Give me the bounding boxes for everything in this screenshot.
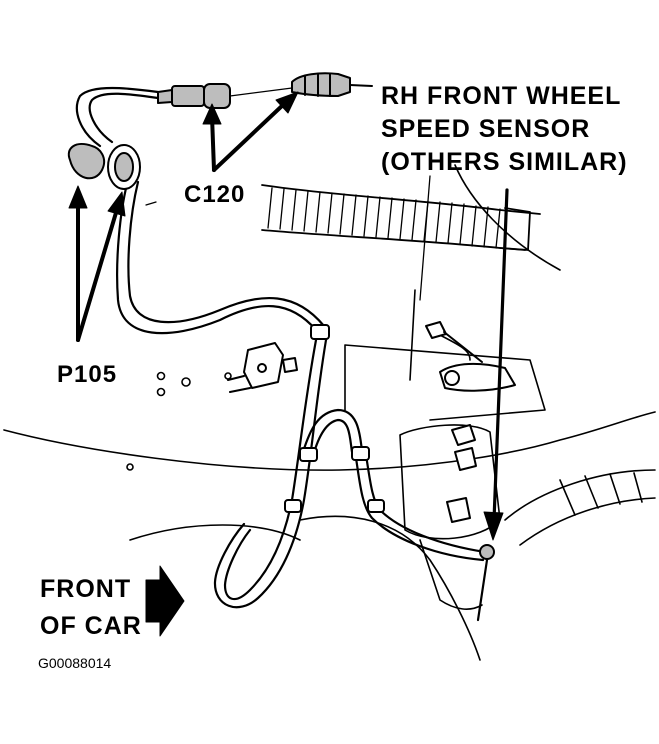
- c120-female-body: [291, 72, 351, 97]
- p105-grommet-body: [67, 142, 106, 180]
- c120-connector: [157, 72, 373, 109]
- leader-lines: [145, 175, 431, 301]
- c120-arrow-left-shaft: [210, 114, 216, 172]
- wire-top-lead-inner: [75, 86, 160, 148]
- wire-to-sensor-outer: [364, 453, 487, 554]
- sensor-label-line1: RH FRONT WHEEL: [381, 82, 622, 110]
- wire-drop-inner: [213, 338, 328, 609]
- p105-grommet: [67, 142, 141, 190]
- c120-male-cap: [203, 83, 231, 109]
- p105-arrow-left-head: [68, 185, 88, 209]
- c120-female-lead: [349, 84, 373, 87]
- hole-1: [156, 371, 166, 381]
- grommet-lower: [367, 499, 385, 513]
- sensor-label-line2: SPEED SENSOR: [381, 115, 591, 143]
- sensor-label-line3: (OTHERS SIMILAR): [381, 148, 628, 176]
- sensor-bracket: [425, 321, 516, 523]
- p105-label: P105: [57, 361, 118, 388]
- wire-bracket-plate: [243, 342, 284, 389]
- c120-gap-line: [229, 87, 293, 97]
- strut-outline: [399, 424, 501, 540]
- wire-to-sensor-inner: [354, 456, 485, 562]
- sensor-leader-line: [419, 175, 431, 301]
- wire-grommets: [284, 324, 385, 513]
- speed-sensor-head: [479, 544, 495, 560]
- front-of-car-label-line2: OF CAR: [40, 612, 142, 640]
- tire-tread-3: [609, 473, 621, 505]
- hole-2: [156, 387, 166, 397]
- fender-outline: [3, 411, 656, 471]
- lower-body-outline: [129, 524, 301, 541]
- p105-arrow-right-head: [107, 191, 126, 217]
- brake-hose: [261, 184, 541, 251]
- c120-arrow-right-shaft: [212, 102, 286, 172]
- wire-bracket-bolt: [282, 357, 298, 373]
- wheel-well-outline: [454, 164, 561, 271]
- wire-drop-outer: [223, 338, 318, 601]
- grommet-left: [299, 447, 318, 462]
- strut-bolt-lower: [446, 497, 471, 523]
- brake-hose-top-edge: [261, 184, 541, 215]
- wire-rise-inner: [311, 418, 354, 458]
- wire-loop-inner: [127, 180, 326, 328]
- callout-arrows: [68, 91, 509, 622]
- wire-loop-outer: [116, 178, 318, 335]
- tire-tread-4: [633, 472, 643, 503]
- grommet-right: [351, 446, 370, 461]
- splash-shield-outline: [299, 515, 481, 661]
- brake-hose-end: [499, 207, 531, 251]
- strut-bolt-upper: [454, 447, 477, 471]
- strut-tab: [451, 424, 476, 446]
- wire-bracket-tab: [227, 375, 251, 393]
- grommet-bottom-left: [284, 499, 302, 513]
- sensor-arrow-shaft: [492, 188, 509, 522]
- wire-top-lead: [88, 92, 160, 144]
- front-of-car-label-line1: FRONT: [40, 575, 132, 603]
- body-holes: [126, 371, 232, 471]
- wire-bracket: [227, 342, 298, 393]
- knuckle-outline: [419, 539, 483, 610]
- wire-rise-outer: [301, 408, 364, 454]
- hole-4: [224, 372, 232, 380]
- figure-id: G00088014: [38, 655, 112, 671]
- c120-arrow-right-head: [275, 91, 299, 114]
- speed-sensor-tip: [479, 544, 495, 560]
- front-of-car-arrow-icon: [145, 565, 185, 637]
- c120-label: C120: [184, 181, 246, 208]
- c120-male-body: [171, 85, 205, 107]
- grommet-bracket: [310, 324, 330, 340]
- c120-male-half: [157, 89, 173, 104]
- c120-female-ribs: [304, 73, 331, 97]
- sensor-bracket-bolt-hole: [444, 370, 460, 386]
- sensor-wire: [75, 86, 487, 609]
- c120-arrow-left-head: [202, 103, 222, 125]
- strut-bracket-outline: [344, 344, 546, 421]
- tire-tread-2: [584, 475, 599, 509]
- hole-3: [181, 377, 191, 387]
- brake-hose-bottom-edge: [261, 229, 526, 251]
- wire-bracket-hole: [257, 363, 267, 373]
- tire-outline: [504, 469, 656, 546]
- p105-clip-inner: [114, 152, 134, 182]
- hole-5: [126, 463, 134, 471]
- sensor-arrow-tail: [476, 558, 489, 622]
- tire-tread-1: [559, 479, 576, 516]
- sensor-arrow-head: [483, 511, 504, 541]
- upper-bolt: [425, 321, 483, 363]
- p105-leader-tick: [145, 201, 157, 206]
- sensor-bracket-body: [439, 362, 516, 392]
- p105-arrow-right-shaft: [76, 204, 120, 342]
